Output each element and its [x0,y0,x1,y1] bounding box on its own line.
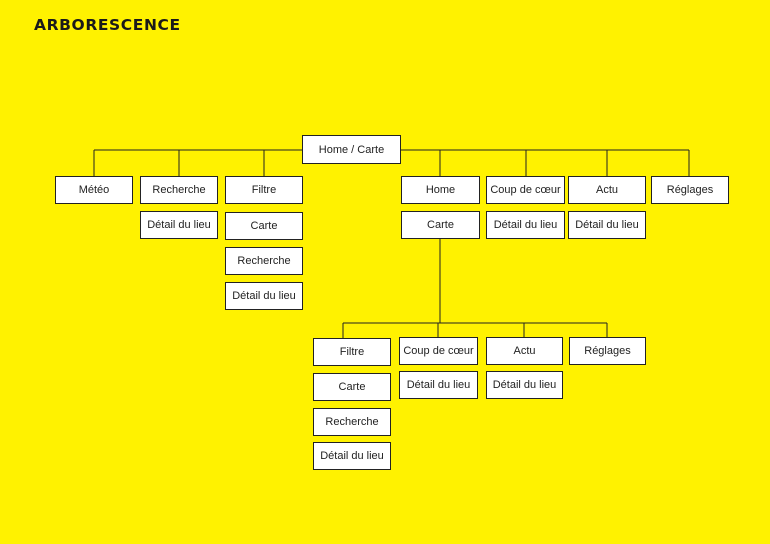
node-home-carte: Carte [401,211,480,239]
node-sub-reglages: Réglages [569,337,646,365]
node-filtre: Filtre [225,176,303,204]
node-sub-actu-detail-du-lieu: Détail du lieu [486,371,563,399]
node-sub-coup-de-coeur-detail-du-lieu: Détail du lieu [399,371,478,399]
node-recherche-detail-du-lieu: Détail du lieu [140,211,218,239]
node-sub-filtre-carte: Carte [313,373,391,401]
node-sub-coup-de-coeur: Coup de cœur [399,337,478,365]
page-title: ARBORESCENCE [34,16,181,34]
node-sub-actu: Actu [486,337,563,365]
node-filtre-recherche: Recherche [225,247,303,275]
node-filtre-detail-du-lieu: Détail du lieu [225,282,303,310]
node-reglages: Réglages [651,176,729,204]
node-home-carte-root: Home / Carte [302,135,401,164]
node-meteo: Météo [55,176,133,204]
node-actu: Actu [568,176,646,204]
node-filtre-carte: Carte [225,212,303,240]
node-sub-filtre-recherche: Recherche [313,408,391,436]
node-sub-filtre: Filtre [313,338,391,366]
node-home: Home [401,176,480,204]
node-sub-filtre-detail-du-lieu: Détail du lieu [313,442,391,470]
node-actu-detail-du-lieu: Détail du lieu [568,211,646,239]
node-coup-de-coeur: Coup de cœur [486,176,565,204]
node-coup-de-coeur-detail-du-lieu: Détail du lieu [486,211,565,239]
node-recherche: Recherche [140,176,218,204]
